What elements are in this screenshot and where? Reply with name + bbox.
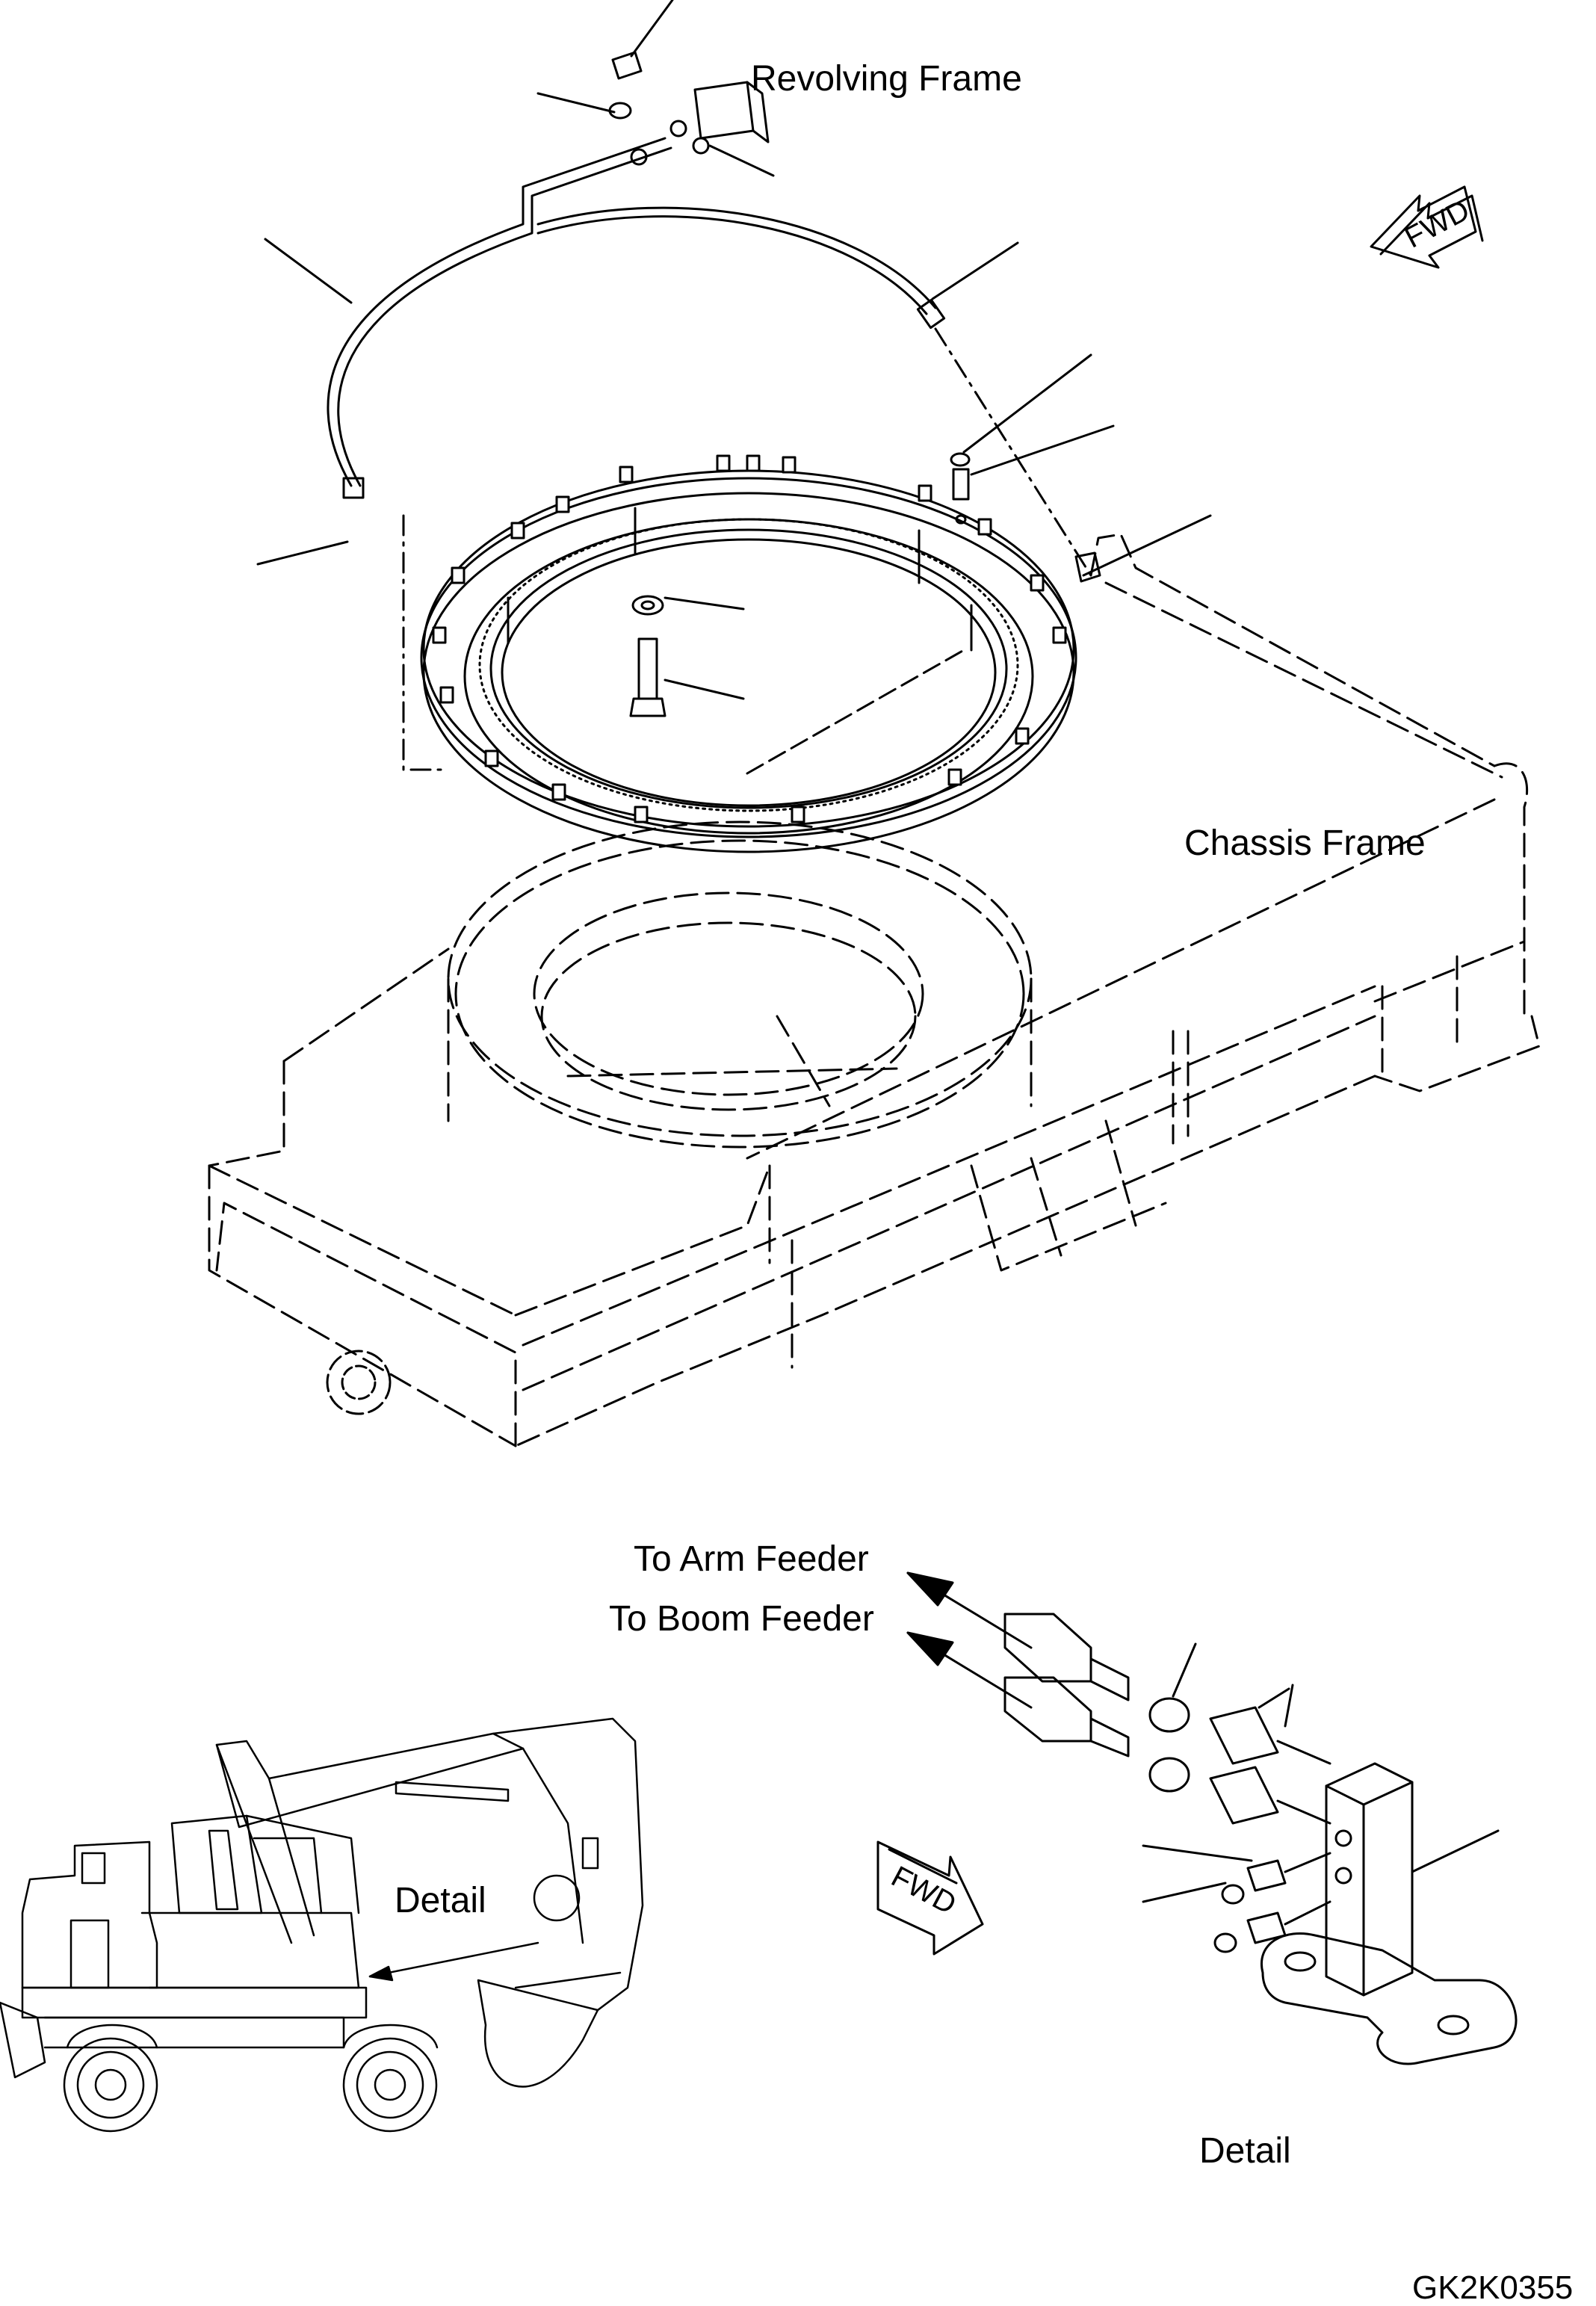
swing-circle-bearing [420, 454, 1077, 853]
fwd-label-top: FWD [1399, 194, 1475, 255]
label-to-boom-feeder: To Boom Feeder [609, 1599, 874, 1639]
fwd-arrow-icon [876, 1840, 984, 1956]
axle-bracket [326, 1350, 392, 1415]
fwd-arrow-icon [1370, 185, 1484, 269]
chassis-frame [208, 533, 1541, 1447]
mounting-bolt [629, 595, 666, 717]
drawing-code: GK2K0355 [1412, 2269, 1574, 2306]
label-chassis-frame: Chassis Frame [1184, 823, 1426, 863]
leader-lines-top [256, 238, 1212, 700]
label-to-arm-feeder: To Arm Feeder [634, 1539, 869, 1579]
top-fittings [536, 0, 775, 177]
label-detail-fitting: Detail [1199, 2131, 1291, 2171]
leader-arrow-icon [368, 1941, 539, 1978]
chassis-turntable [447, 820, 1033, 1149]
excavator-icon [0, 1717, 644, 2133]
label-detail-machine: Detail [395, 1881, 486, 1920]
label-revolving-frame: Revolving Frame [751, 59, 1022, 99]
fitting-detail [906, 1571, 1518, 2065]
grease-hose [327, 137, 1092, 771]
